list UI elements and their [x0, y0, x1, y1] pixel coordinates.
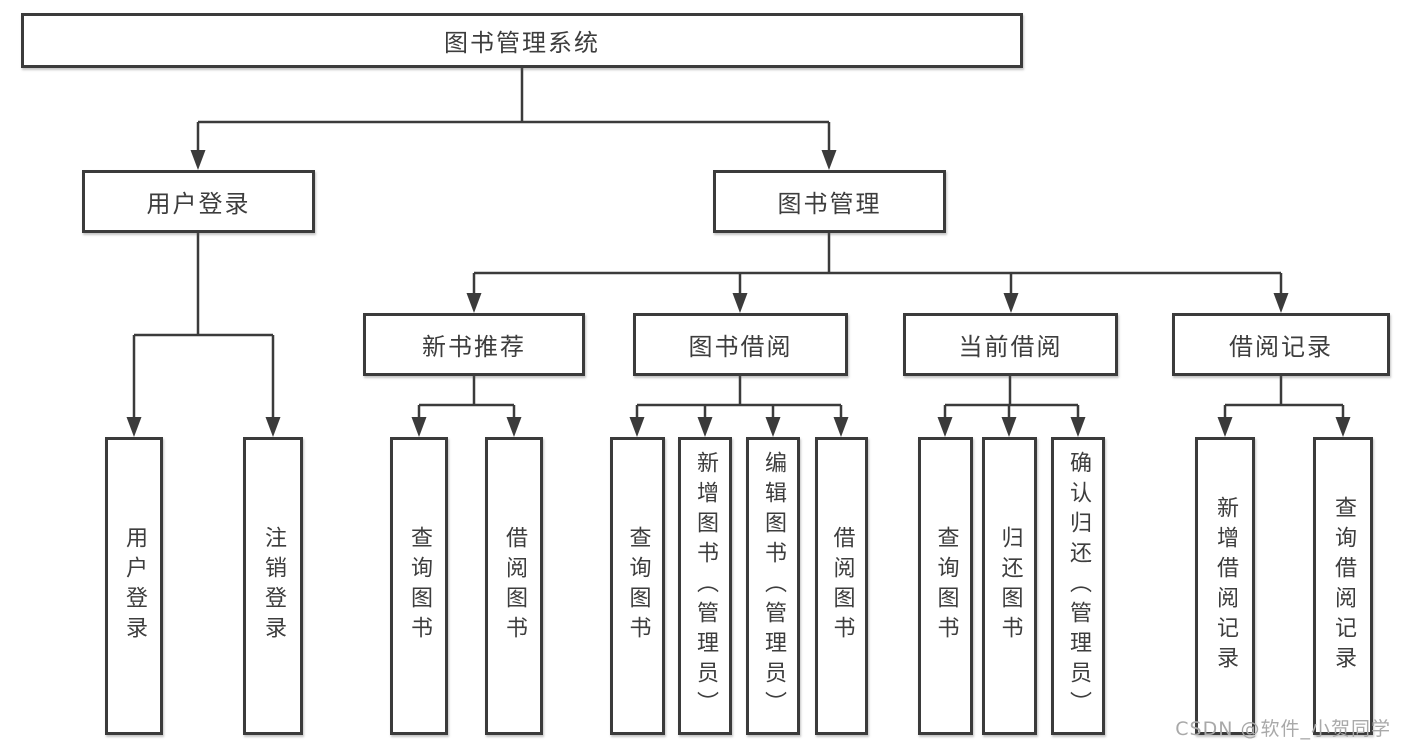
arrowhead-icon — [765, 417, 781, 437]
arrowheads — [126, 150, 1351, 437]
leaf-logout: 注销登录 — [243, 437, 303, 735]
arrowhead-icon — [1273, 293, 1289, 313]
connector-root-to-level2 — [196, 68, 831, 151]
node-root-library-system: 图书管理系统 — [21, 13, 1023, 68]
connector-currentborrow-to-leaves — [943, 376, 1080, 418]
node-user-login: 用户登录 — [82, 170, 315, 233]
leaf-add-book-admin: 新增图书（管理员） — [678, 437, 732, 735]
arrowhead-icon — [190, 150, 206, 170]
node-current-borrow: 当前借阅 — [903, 313, 1118, 376]
arrowhead-icon — [506, 417, 522, 437]
connector-bookborrow-to-leaves — [635, 376, 843, 418]
leaf-user-login: 用户登录 — [105, 437, 163, 735]
leaf-borrow-book-2: 借阅图书 — [815, 437, 868, 735]
arrowhead-icon — [629, 417, 645, 437]
node-new-book-recommend: 新书推荐 — [363, 313, 585, 376]
arrowhead-icon — [937, 417, 953, 437]
leaf-edit-book-admin: 编辑图书（管理员） — [746, 437, 800, 735]
arrowhead-icon — [126, 417, 142, 437]
leaf-borrow-book-1: 借阅图书 — [485, 437, 543, 735]
leaf-query-book-2: 查询图书 — [610, 437, 665, 735]
leaf-add-borrow-record: 新增借阅记录 — [1195, 437, 1255, 735]
arrowhead-icon — [1001, 417, 1017, 437]
leaf-confirm-return-admin: 确认归还（管理员） — [1051, 437, 1105, 735]
arrowhead-icon — [1070, 417, 1086, 437]
leaf-query-book-1: 查询图书 — [390, 437, 448, 735]
connector-newbook-to-leaves — [417, 376, 516, 418]
connector-borrowrecord-to-leaves — [1223, 376, 1345, 418]
arrowhead-icon — [1335, 417, 1351, 437]
node-book-management: 图书管理 — [713, 170, 946, 233]
node-borrow-records: 借阅记录 — [1172, 313, 1390, 376]
arrowhead-icon — [821, 150, 837, 170]
node-book-borrow: 图书借阅 — [633, 313, 848, 376]
arrowhead-icon — [1217, 417, 1233, 437]
leaf-query-book-3: 查询图书 — [918, 437, 973, 735]
connector-userlogin-to-leaves — [132, 233, 275, 418]
arrowhead-icon — [732, 293, 748, 313]
connector-bookmgmt-to-level3 — [472, 233, 1283, 294]
arrowhead-icon — [411, 417, 427, 437]
leaf-return-book: 归还图书 — [982, 437, 1037, 735]
arrowhead-icon — [697, 417, 713, 437]
arrowhead-icon — [265, 417, 281, 437]
arrowhead-icon — [466, 293, 482, 313]
leaf-query-borrow-record: 查询借阅记录 — [1313, 437, 1373, 735]
arrowhead-icon — [833, 417, 849, 437]
arrowhead-icon — [1003, 293, 1019, 313]
watermark: CSDN @软件_小贺同学 — [1175, 718, 1391, 740]
